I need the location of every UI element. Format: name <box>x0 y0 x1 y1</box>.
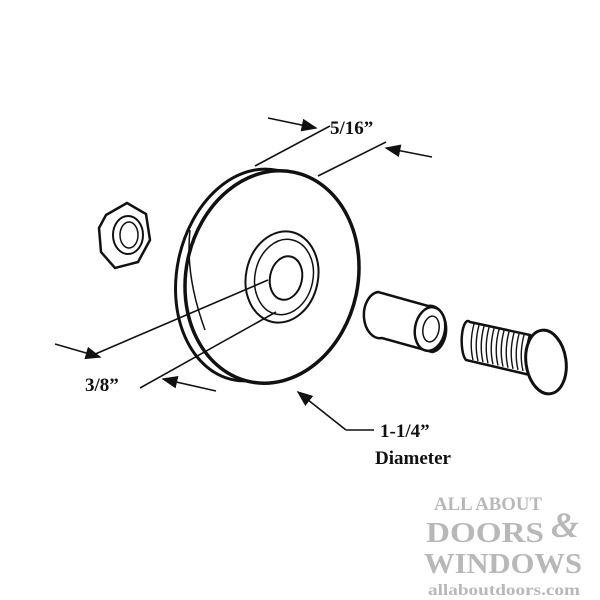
logo-url: allaboutdoors.com <box>428 582 581 599</box>
bolt-thread <box>475 324 480 362</box>
roller-wheel-icon <box>174 167 361 385</box>
logo-line2: DOORS <box>426 517 544 549</box>
bolt-thread <box>470 323 475 361</box>
diameter-word-label: Diameter <box>375 448 452 469</box>
bolt-icon <box>460 319 568 396</box>
logo-line1: ALL ABOUT <box>434 494 542 515</box>
width-label: 5/16” <box>330 118 373 139</box>
logo-line3: WINDOWS <box>424 549 582 580</box>
diameter-value-label: 1-1/4” <box>380 421 430 442</box>
bolt-thread <box>490 328 495 365</box>
nut-icon <box>97 201 152 270</box>
bolt-thread <box>495 329 500 366</box>
bolt-thread <box>500 330 505 367</box>
bolt-thread <box>485 327 490 364</box>
bore-label: 3/8” <box>85 375 119 396</box>
brand-logo: ALL ABOUT DOORS & WINDOWS allaboutdoors.… <box>424 494 582 599</box>
logo-ampersand: & <box>551 505 579 545</box>
bolt-thread <box>505 331 510 368</box>
bolt-thread <box>480 326 485 363</box>
spacer-sleeve-icon <box>362 290 448 354</box>
bolt-thread <box>515 333 520 371</box>
bolt-thread <box>520 334 525 372</box>
bolt-thread <box>510 332 515 369</box>
dimension-lines <box>54 117 433 431</box>
